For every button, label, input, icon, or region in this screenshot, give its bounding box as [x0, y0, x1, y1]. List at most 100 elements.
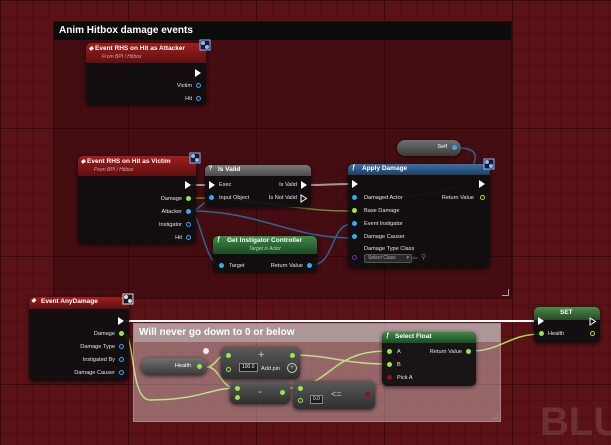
node-title: Self	[437, 144, 447, 150]
pin-base-damage[interactable]	[352, 208, 357, 213]
select-class-label: Select Class	[368, 255, 396, 261]
pin-damage-causer-output[interactable]	[119, 370, 124, 375]
pin-instigator-output[interactable]	[186, 222, 191, 227]
node-subtitle: From BPI / Hitbox	[94, 167, 134, 173]
pin-subtract-output[interactable]	[280, 390, 285, 395]
exec-output-pin[interactable]	[479, 180, 485, 188]
search-icon[interactable]: ⚲	[421, 254, 427, 261]
pin-label-damage-causer: Damage Causer	[364, 234, 405, 240]
node-compare-less-equal[interactable]: 0.0 <=	[293, 381, 375, 409]
chevron-down-icon: ▾	[406, 255, 409, 261]
function-icon: ƒ	[216, 237, 221, 243]
pin-label-damaged-actor: Damaged Actor	[364, 195, 403, 201]
add-pin-label[interactable]: Add pin	[261, 366, 280, 372]
node-header: ? Is Valid	[205, 165, 311, 176]
pin-label-instigated-by: Instigated By	[82, 357, 115, 363]
pin-hit-output[interactable]	[196, 96, 201, 101]
node-get-health[interactable]: Health	[141, 358, 207, 375]
pin-add-a[interactable]	[226, 353, 231, 358]
node-header: ƒ Get Instigator Controller Target is Ac…	[213, 236, 317, 254]
pin-event-instigator[interactable]	[352, 221, 357, 226]
pin-target[interactable]	[219, 263, 224, 268]
pin-compare-a[interactable]	[298, 386, 303, 391]
pin-health-input[interactable]	[539, 331, 544, 336]
pin-label-event-instigator: Event Instigator	[364, 221, 403, 227]
select-class-dropdown[interactable]: Select Class ▾	[364, 254, 412, 263]
pin-instigated-by-output[interactable]	[119, 357, 124, 362]
node-event-any-damage[interactable]: ◆ Event AnyDamage Damage Damage Type Ins…	[29, 293, 134, 381]
exec-output-is-not-valid-outline	[300, 194, 308, 203]
exec-output-pin[interactable]	[185, 181, 191, 189]
pin-subtract-a[interactable]	[235, 386, 240, 391]
pin-damage-type-class[interactable]	[352, 255, 357, 260]
pin-damaged-actor[interactable]	[352, 195, 357, 200]
pin-attacker-output[interactable]	[186, 209, 191, 214]
macro-question-icon: ?	[208, 166, 213, 172]
node-apply-damage[interactable]: ƒ Apply Damage Damaged Actor Return Valu…	[348, 158, 495, 268]
pin-label-pick-a: Pick A	[397, 375, 413, 381]
pin-damage-output[interactable]	[186, 196, 191, 201]
pin-select-b[interactable]	[387, 362, 392, 367]
node-set-health[interactable]: SET Health	[534, 307, 600, 343]
event-icon: ◆	[80, 159, 86, 165]
compare-value-field[interactable]: 0.0	[310, 395, 323, 404]
function-icon: ƒ	[351, 165, 356, 171]
event-icon: ◆	[88, 46, 94, 52]
exec-output-pin[interactable]	[118, 317, 124, 325]
node-title: SET	[560, 309, 573, 316]
node-event-hit-as-attacker[interactable]: ◆ Event RHS on Hit as Attacker From BPI …	[86, 39, 211, 105]
node-is-valid[interactable]: ? Is Valid Exec Input Object Is Valid Is…	[205, 165, 311, 207]
pin-health-output[interactable]	[197, 364, 202, 369]
pin-victim-output[interactable]	[196, 83, 201, 88]
exec-input-pin[interactable]	[538, 317, 544, 325]
exec-input-pin[interactable]	[209, 181, 215, 189]
exec-wire-isvalid-apply	[309, 183, 353, 186]
pin-return-value-output[interactable]	[480, 195, 485, 200]
network-replication-icon	[199, 39, 211, 51]
pin-subtract-b[interactable]	[235, 395, 240, 400]
node-get-instigator-controller[interactable]: ƒ Get Instigator Controller Target is Ac…	[213, 236, 317, 272]
pin-input-object[interactable]	[209, 195, 214, 200]
pin-hit-output[interactable]	[186, 235, 191, 240]
add-pin-icon[interactable]: +	[287, 363, 297, 373]
compare-symbol: <=	[331, 389, 342, 399]
comment-title: Will never go down to 0 or below	[139, 327, 295, 338]
node-subtract-float[interactable]: -	[230, 382, 290, 404]
add-value-field[interactable]: 100.0	[239, 363, 258, 372]
pin-self-output[interactable]	[452, 145, 457, 150]
node-header: ◆ Event RHS on Hit as Victim From BPI / …	[78, 156, 196, 176]
resize-handle[interactable]	[502, 289, 509, 296]
pin-health-output[interactable]	[590, 331, 595, 336]
node-title: Event AnyDamage	[41, 298, 98, 305]
node-add-float[interactable]: + 100.0 Add pin +	[221, 347, 300, 379]
node-subtitle: Target is Actor	[249, 246, 281, 252]
pin-return-value-output[interactable]	[466, 349, 471, 354]
exec-output-pin[interactable]	[195, 69, 201, 77]
pin-add-output[interactable]	[290, 353, 295, 358]
pin-select-a[interactable]	[387, 349, 392, 354]
wire-anydamage-damage	[123, 333, 237, 401]
node-event-hit-as-victim[interactable]: ◆ Event RHS on Hit as Victim From BPI / …	[78, 152, 201, 244]
resize-handle[interactable]	[491, 412, 498, 419]
reroute-knot[interactable]	[203, 348, 209, 354]
pin-return-value-output[interactable]	[307, 263, 312, 268]
pin-label-instigator: Instigator	[158, 222, 182, 228]
node-select-float[interactable]: ƒ Select Float A Return Value B Pick A	[382, 332, 476, 386]
node-title: Select Float	[395, 333, 432, 340]
pin-compare-output[interactable]	[365, 392, 370, 397]
pin-add-b[interactable]	[226, 367, 231, 372]
pin-compare-b[interactable]	[298, 398, 303, 403]
exec-input-pin[interactable]	[352, 180, 358, 188]
node-title: Apply Damage	[362, 165, 408, 172]
pin-label-a: A	[397, 349, 401, 355]
pin-damage-type-output[interactable]	[119, 344, 124, 349]
add-symbol: +	[258, 349, 265, 361]
browse-arrow-icon[interactable]: ⇦	[412, 255, 418, 262]
pin-damage-causer[interactable]	[352, 234, 357, 239]
exec-output-is-valid[interactable]	[301, 181, 307, 189]
pin-damage-output[interactable]	[119, 331, 124, 336]
pin-pick-a[interactable]	[387, 375, 392, 380]
node-self[interactable]: Self	[397, 140, 461, 156]
subtract-symbol: -	[258, 386, 262, 398]
node-header: SET	[534, 307, 600, 320]
